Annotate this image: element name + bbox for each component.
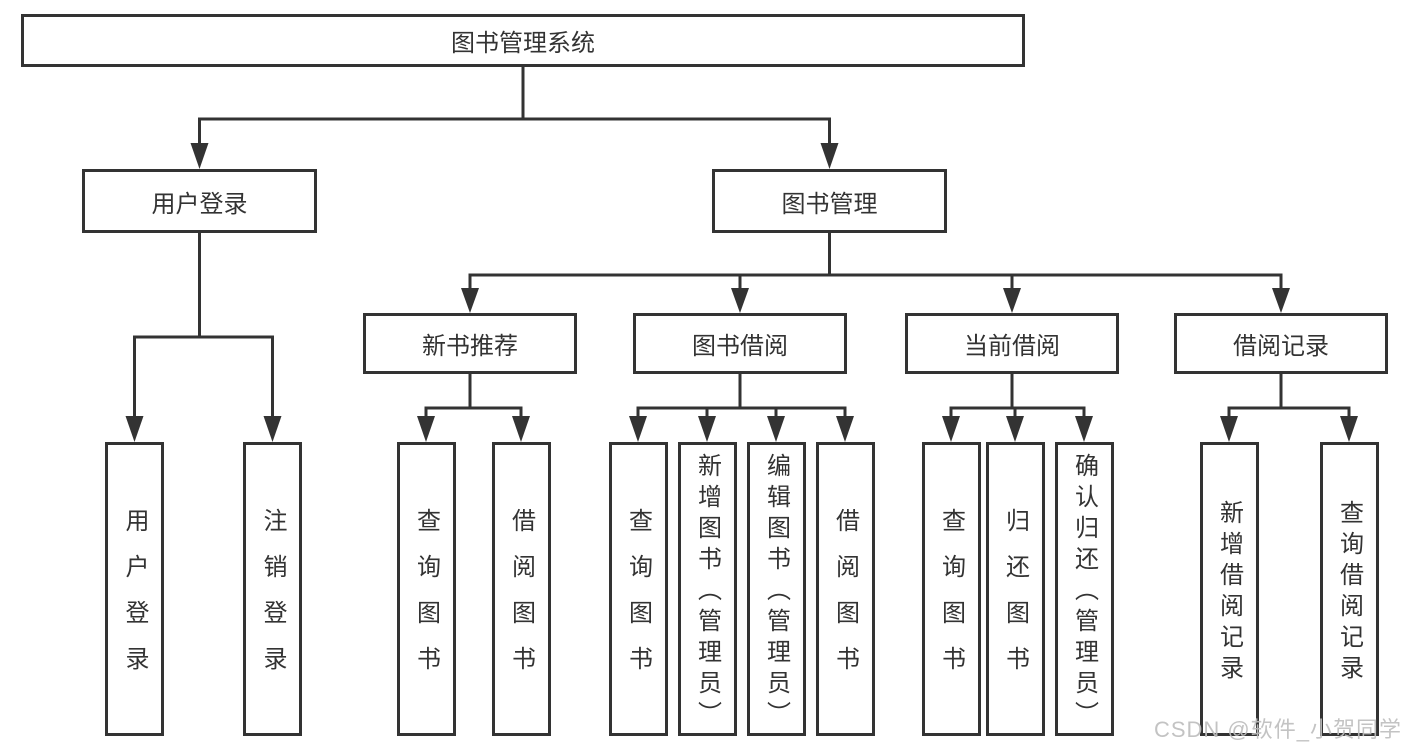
leaf-edit-books-admin: 编辑图书（管理员）: [746, 442, 806, 736]
node-root-label: 图书管理系统: [451, 30, 595, 57]
node-root-system: 图书管理系统: [21, 14, 1025, 67]
node-new-book-recommend-label: 新书推荐: [422, 333, 518, 360]
leaf-borrow-books: 借阅图书: [815, 442, 875, 736]
leaf-return-books: 归还图书: [985, 442, 1045, 736]
leaf-recommend-borrow-books: 借阅图书: [491, 442, 551, 736]
node-book-management-label: 图书管理: [781, 190, 878, 218]
node-borrow-records: 借阅记录: [1174, 313, 1388, 374]
leaf-current-query-books: 查询图书: [921, 442, 981, 736]
node-book-borrow: 图书借阅: [633, 313, 847, 374]
leaf-borrow-books-label: 借阅图书: [831, 508, 859, 692]
leaf-user-login: 用户登录: [105, 442, 164, 736]
leaf-confirm-return-admin: 确认归还（管理员）: [1054, 442, 1114, 736]
leaf-borrow-query-books-label: 查询图书: [624, 508, 652, 692]
leaf-return-books-label: 归还图书: [1001, 508, 1029, 692]
leaf-confirm-return-admin-label: 确认归还（管理员）: [1070, 453, 1098, 732]
node-new-book-recommend: 新书推荐: [363, 313, 577, 374]
leaf-query-borrow-record-label: 查询借阅记录: [1335, 499, 1363, 686]
leaf-recommend-query-books-label: 查询图书: [412, 508, 440, 692]
leaf-logout: 注销登录: [243, 442, 302, 736]
node-user-login-label: 用户登录: [151, 190, 248, 218]
leaf-query-borrow-record: 查询借阅记录: [1319, 442, 1379, 736]
leaf-logout-label: 注销登录: [259, 508, 286, 692]
node-user-login: 用户登录: [82, 169, 317, 233]
node-book-management: 图书管理: [712, 169, 947, 233]
leaf-user-login-label: 用户登录: [121, 508, 148, 692]
leaf-recommend-query-books: 查询图书: [396, 442, 456, 736]
node-borrow-records-label: 借阅记录: [1233, 333, 1329, 360]
leaf-borrow-query-books: 查询图书: [608, 442, 668, 736]
leaf-add-borrow-record-label: 新增借阅记录: [1215, 499, 1243, 686]
arrowhead-icons: [125, 143, 1358, 442]
leaf-edit-books-admin-label: 编辑图书（管理员）: [762, 453, 790, 732]
leaf-recommend-borrow-books-label: 借阅图书: [507, 508, 535, 692]
csdn-watermark: CSDN @软件_小贺同学: [1153, 717, 1402, 742]
leaf-add-books-admin-label: 新增图书（管理员）: [693, 453, 721, 732]
leaf-add-books-admin: 新增图书（管理员）: [677, 442, 737, 736]
leaf-current-query-books-label: 查询图书: [937, 508, 965, 692]
leaf-add-borrow-record: 新增借阅记录: [1199, 442, 1259, 736]
node-book-borrow-label: 图书借阅: [692, 333, 788, 360]
node-current-borrow: 当前借阅: [905, 313, 1119, 374]
node-current-borrow-label: 当前借阅: [964, 333, 1060, 360]
